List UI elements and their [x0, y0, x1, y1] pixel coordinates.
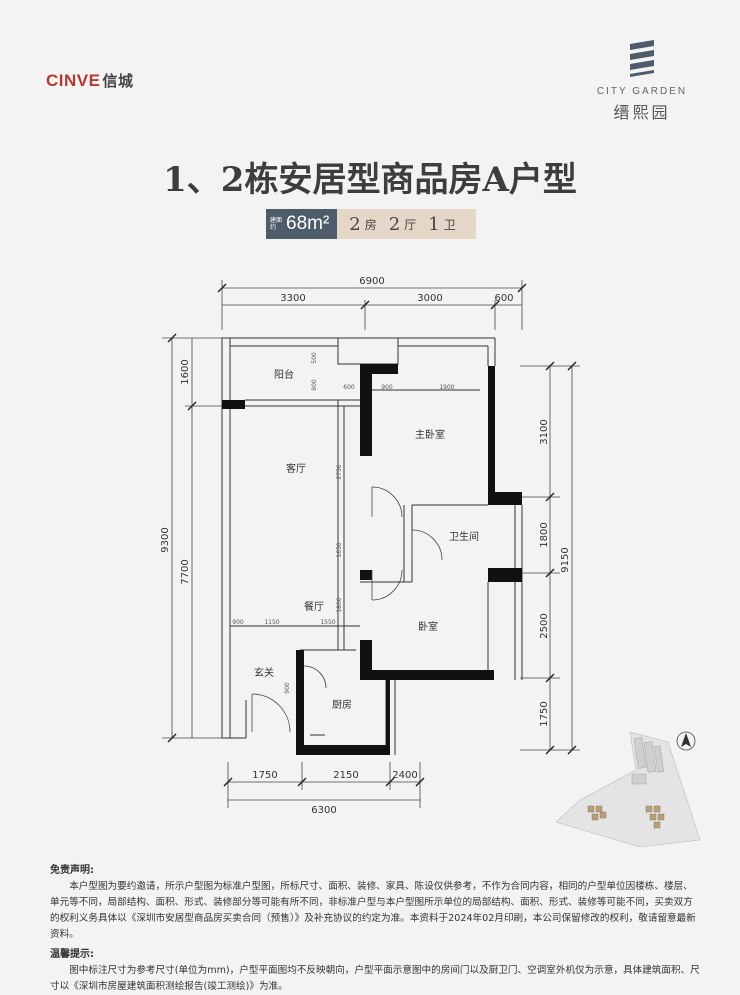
- dim-top-total: 6900: [359, 276, 384, 287]
- room-balcony: 阳台: [274, 368, 294, 381]
- dim-small-5: 1650: [336, 542, 343, 557]
- logo-mark-icon: [630, 40, 654, 77]
- dim-right-total: 9150: [560, 547, 571, 572]
- room-bedroom: 卧室: [418, 620, 438, 633]
- dim-small-6: 1800: [336, 597, 343, 612]
- dim-bottom-c: 2400: [392, 770, 417, 781]
- dim-right-a: 3100: [539, 419, 550, 444]
- room-entry: 玄关: [254, 666, 274, 679]
- area-label: 建面约: [270, 217, 283, 231]
- disclaimer-body: 本户型图为要约邀请，所示户型图为标准户型图，所标尺寸、面积、装修、家具、陈设仅供…: [50, 881, 696, 940]
- floor-plan: 6900 3300 3000 600 1750 2150 2400 6300 9…: [160, 276, 701, 848]
- dim-small-11: 500: [311, 352, 318, 364]
- rooms-unit: 房: [364, 217, 377, 232]
- dim-small-3: 1900: [439, 384, 454, 391]
- disclaimer-section: 免责声明: 本户型图为要约邀请，所示户型图为标准户型图，所标尺寸、面积、装修、家…: [50, 863, 700, 943]
- dim-left-total: 9300: [160, 527, 171, 552]
- tips-body: 图中标注尺寸为参考尺寸(单位为mm)，户型平面图均不反映朝向，户型平面示意图中的…: [50, 965, 700, 992]
- rooms-count: 2: [349, 213, 361, 235]
- dim-right-d: 1750: [539, 701, 550, 726]
- disclaimer-heading: 免责声明:: [50, 865, 94, 876]
- dim-small-9: 1550: [320, 619, 335, 626]
- brand-right-cn: 缙熙园: [613, 103, 671, 122]
- brand-cn: 信城: [102, 73, 134, 90]
- dim-top-b: 3000: [417, 293, 442, 304]
- dim-bottom-total: 6300: [311, 805, 336, 816]
- site-plan-map: [555, 731, 701, 848]
- dim-small-8: 1150: [264, 619, 279, 626]
- tips-heading: 温馨提示:: [50, 949, 94, 960]
- dim-small-10: 900: [284, 682, 291, 694]
- room-living: 客厅: [286, 462, 306, 475]
- halls-unit: 厅: [404, 217, 417, 232]
- dim-bottom-b: 2150: [333, 770, 358, 781]
- brand-logo-city-garden: CITY GARDEN 缙熙园: [582, 40, 702, 123]
- dim-small-2: 900: [381, 384, 393, 391]
- dim-small-4: 2750: [336, 464, 343, 479]
- dim-right-b: 1800: [539, 522, 550, 547]
- dim-right-c: 2500: [539, 613, 550, 638]
- area-block: 建面约 68m²: [266, 209, 338, 239]
- baths-count: 1: [428, 213, 440, 235]
- room-kitchen: 厨房: [332, 698, 352, 711]
- dim-small-12: 800: [311, 379, 318, 391]
- area-value: 68m²: [286, 213, 330, 234]
- dim-top-c: 600: [494, 293, 513, 304]
- room-dining: 餐厅: [304, 600, 324, 613]
- room-bathroom: 卫生间: [449, 530, 479, 543]
- baths-unit: 卫: [443, 217, 456, 232]
- brand-en: CINVE: [46, 71, 101, 90]
- dim-bottom-a: 1750: [252, 770, 277, 781]
- halls-count: 2: [388, 213, 401, 235]
- room-master-bedroom: 主卧室: [415, 428, 445, 441]
- dim-small-1: 600: [343, 384, 355, 391]
- dim-left-b: 7700: [180, 559, 191, 584]
- dim-top-a: 3300: [280, 293, 305, 304]
- north-arrow-icon: [676, 731, 696, 751]
- tips-section: 温馨提示: 图中标注尺寸为参考尺寸(单位为mm)，户型平面图均不反映朝向，户型平…: [50, 947, 700, 995]
- page-title: 1、2栋安居型商品房A户型: [163, 160, 577, 200]
- dim-small-7: 900: [232, 619, 244, 626]
- dim-left-a: 1600: [180, 359, 191, 384]
- brand-right-en: CITY GARDEN: [596, 86, 688, 97]
